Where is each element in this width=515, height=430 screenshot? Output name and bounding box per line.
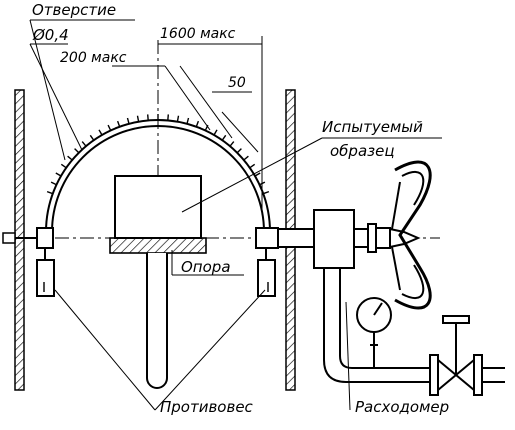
nozzle-hole-tick <box>116 120 121 128</box>
nozzle-hole-tick <box>167 114 169 121</box>
flowmeter-gauge <box>356 297 392 368</box>
label-hole: Отверстие <box>32 1 116 19</box>
nozzle-hole-tick <box>136 115 140 122</box>
nozzle-hole-tick <box>107 124 112 131</box>
shutoff-valve <box>429 315 505 396</box>
nozzle-hole-tick <box>74 148 80 154</box>
left-bearing <box>2 227 54 249</box>
nozzle-hole-tick <box>60 163 67 169</box>
nozzle-hole-tick <box>249 163 256 169</box>
label-max-200: 200 макс <box>60 50 127 66</box>
nozzle-hole-tick <box>126 117 130 124</box>
handwheel <box>391 160 432 310</box>
label-specimen-line2: образец <box>330 142 395 160</box>
nozzle-holes <box>46 114 270 195</box>
nozzle-hole-tick <box>176 115 180 122</box>
leader-lines <box>29 19 442 411</box>
support <box>109 237 207 389</box>
nozzle-hole-tick <box>262 190 270 195</box>
nozzle-hole-tick <box>67 155 73 161</box>
label-flowmeter: Расходомер <box>355 398 449 416</box>
nozzle-hole-tick <box>243 155 249 161</box>
nozzle-hole-tick <box>81 141 87 147</box>
nozzle-hole-tick <box>213 129 218 136</box>
label-support: Опора <box>181 258 231 276</box>
spray-ring <box>45 114 271 233</box>
nozzle-hole-tick <box>50 181 57 186</box>
label-max-1600: 1600 макс <box>160 26 236 42</box>
nozzle-hole-tick <box>55 172 62 177</box>
right-counterweight <box>257 248 276 297</box>
nozzle-hole-tick <box>221 134 227 141</box>
nozzle-hole-tick <box>254 172 261 177</box>
nozzle-hole-tick <box>89 134 95 141</box>
left-wall <box>14 89 25 391</box>
label-dim-50: 50 <box>228 75 246 91</box>
nozzle-hole-tick <box>229 141 235 147</box>
label-hole-diameter: Ø0,4 <box>32 26 69 44</box>
nozzle-hole-tick <box>46 190 54 195</box>
supply-pipe <box>323 268 430 383</box>
test-specimen <box>114 175 202 239</box>
nozzle-hole-tick <box>98 129 103 136</box>
label-counterweight: Противовес <box>160 398 254 416</box>
nozzle-hole-tick <box>195 120 200 128</box>
nozzle-hole-tick <box>236 148 242 154</box>
label-specimen-line1: Испытуемый <box>322 118 423 136</box>
nozzle-hole-tick <box>186 117 190 124</box>
feed-pipe <box>277 209 421 269</box>
left-counterweight <box>36 248 55 297</box>
nozzle-hole-tick <box>147 114 149 121</box>
right-bearing <box>255 227 279 249</box>
dimension-lines <box>112 36 263 215</box>
